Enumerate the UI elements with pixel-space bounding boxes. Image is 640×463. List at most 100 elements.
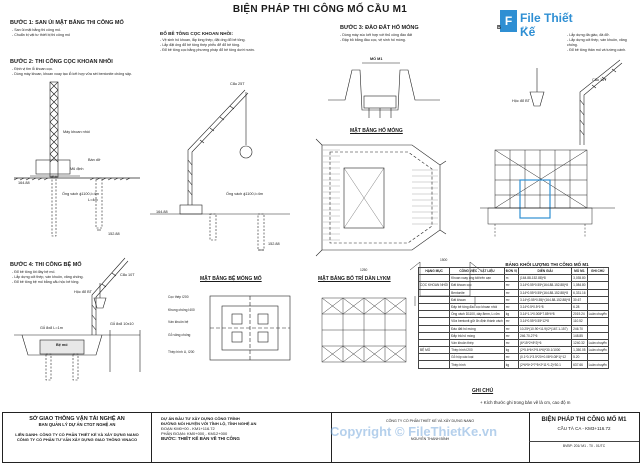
table-cell: m³ bbox=[503, 302, 520, 312]
table-cell: 246.70 bbox=[571, 324, 588, 333]
table-cell: Thép hình bbox=[449, 360, 505, 369]
label-bucket2: Hộc đổ BT bbox=[512, 99, 530, 103]
table-cell bbox=[417, 288, 451, 297]
row-group-label: CỌC KHOAN NHỒI bbox=[417, 281, 451, 290]
label-channel: Thép hình U, I200 bbox=[168, 350, 195, 354]
table-cell: Vữa bentonit giữ ổn định thành vách bbox=[449, 317, 505, 326]
table-cell: 3.14*1.1*0.008*7.85*4*8 bbox=[517, 310, 573, 319]
col-detail: DIỄN GIẢI bbox=[517, 266, 573, 276]
table-cell: Luân chuyển bbox=[586, 346, 609, 355]
site-logo[interactable]: F File Thiết Kế .vn bbox=[500, 10, 588, 39]
table-cell: m³ bbox=[503, 324, 520, 333]
table-cell: Đập bê tông đầu cọc khoan nhồi bbox=[449, 302, 505, 312]
label-elev1b: 164.88 bbox=[156, 210, 168, 214]
table-cell: 1,084.80 bbox=[571, 281, 588, 290]
label-formwork: Ván khuôn bệ bbox=[168, 320, 189, 324]
label-rig-table: Bàn dỡ bbox=[88, 158, 101, 162]
title-block-owner: SỞ GIAO THÔNG VẬN TẢI NGHỆ AN BAN QUẢN L… bbox=[3, 413, 152, 462]
table-cell: m bbox=[503, 274, 520, 283]
table-cell bbox=[417, 353, 451, 362]
signer-name: NGUYỄN THANH BÌNH bbox=[410, 437, 450, 441]
table-cell: 5.20 bbox=[571, 353, 588, 362]
col-work: CÔNG VIỆC - VẬT LIỆU bbox=[449, 266, 505, 276]
table-cell bbox=[417, 317, 451, 326]
drawing-name: BIỆN PHÁP THI CÔNG MỐ M1 bbox=[541, 417, 627, 423]
label-steel-pile: Cọc thép I200 bbox=[168, 295, 189, 299]
project-line3: ĐOẠN KM0+00 - KM1+116.72 bbox=[161, 426, 215, 431]
table-cell: (164.88-152.88)*8 bbox=[517, 274, 573, 283]
watermark: Copyright © FileThietKe.vn bbox=[330, 424, 498, 439]
dobt-title: ĐỔ BÊ TÔNG CỌC KHOAN NHỒI: bbox=[160, 31, 233, 36]
table-cell: 3.14*0.55*0.55*(164.88-152.88)*8 bbox=[517, 281, 573, 290]
table-cell: 110.52 bbox=[571, 317, 588, 326]
consultant-1: LIÊN DANH: CÔNG TY CỔ PHẦN THIẾT KẾ VÀ X… bbox=[15, 432, 139, 437]
table-cell bbox=[586, 281, 609, 290]
table-cell: 1240.32 bbox=[571, 338, 588, 348]
table-cell bbox=[586, 331, 609, 340]
table-cell: m² bbox=[503, 338, 520, 348]
step4-title: BƯỚC 4: THI CÔNG BỆ MỐ bbox=[10, 262, 82, 268]
owner-board: BAN QUẢN LÝ DỰ ÁN CTGT NGHỆ AN bbox=[38, 422, 116, 427]
project-line2: ĐƯỜNG NỐI HUYỆN VỚI TỈNH LỘ, TỈNH NGHỆ A… bbox=[161, 421, 257, 426]
table-cell bbox=[586, 317, 609, 326]
label-bucket: Hộc đổ BT bbox=[74, 290, 92, 294]
drawing-title: BIỆN PHÁP THI CÔNG MỐ CẦU M1 bbox=[232, 4, 408, 15]
table-cell bbox=[417, 338, 451, 348]
label-rail: Gỗ 8x8 L=1m bbox=[40, 326, 63, 330]
table-cell: m³ bbox=[503, 281, 520, 290]
sheet-number: BVBP: 201/ M1 - T0 - 01/TC bbox=[529, 441, 639, 448]
volume-table-wrap: BẢNG KHỐI LƯỢNG THI CÔNG MỐ M1 HẠNG MỤC … bbox=[417, 262, 636, 369]
pit-plan bbox=[315, 138, 447, 257]
table-cell: 30.67 bbox=[571, 295, 588, 304]
label-abutment: MỐ M1 bbox=[370, 57, 383, 61]
table-cell: 3.14*0.5*0.5*1*8 bbox=[517, 302, 573, 312]
notes-text: + Kích thước ghi trong bản vẽ là cm, cao… bbox=[480, 400, 571, 405]
table-cell: Ván khuôn thép bbox=[449, 338, 505, 348]
table-cell: 148.85 bbox=[571, 331, 588, 340]
step1-notes: - San ủi mặt bằng thi công mố.- Chuẩn bị… bbox=[12, 28, 70, 37]
table-cell: 6.28 bbox=[571, 302, 588, 312]
volume-table: HẠNG MỤC CÔNG VIỆC - VẬT LIỆU ĐƠN VỊ DIỄ… bbox=[417, 266, 609, 369]
table-cell: 6,331.16 bbox=[571, 288, 588, 297]
title-block-project: DỰ ÁN ĐẦU TƯ XÂY DỰNG CÔNG TRÌNH ĐƯỜNG N… bbox=[151, 413, 332, 462]
label-elev2: 152.88 bbox=[108, 232, 120, 236]
table-cell bbox=[586, 353, 609, 362]
table-cell: Đất khoan cọc bbox=[449, 281, 505, 290]
project-line5: BƯỚC: THIẾT KẾ BẢN VẼ THI CÔNG bbox=[161, 436, 240, 441]
table-cell: 2019.24 bbox=[571, 310, 588, 319]
label-crane: Cẩu 25T bbox=[230, 82, 245, 86]
label-frame: Khung chống I400 bbox=[168, 308, 195, 312]
crane-3 bbox=[91, 257, 129, 335]
project-line1: DỰ ÁN ĐẦU TƯ XÂY DỰNG CÔNG TRÌNH bbox=[161, 416, 240, 421]
table-cell: 3.14*0.55*0.55*(164.88-152.88)*8 bbox=[517, 288, 573, 297]
table-cell: 1,350.05 bbox=[571, 346, 588, 355]
col-m1: MỐ M1 bbox=[571, 266, 588, 276]
table-cell: kg bbox=[503, 310, 520, 319]
pit-plan-title: MẶT BẰNG HỐ MÓNG bbox=[350, 128, 403, 134]
table-cell: Luân chuyển bbox=[586, 338, 609, 348]
logo-name: File Thiết Kế bbox=[520, 11, 573, 39]
table-cell: Đất khoan bbox=[449, 295, 505, 304]
table-cell: 10.25*(10.90+11.9)/2*(167.1-157) bbox=[517, 324, 573, 333]
table-cell: m³ bbox=[503, 288, 520, 297]
dim-1250: 1250 bbox=[360, 268, 368, 272]
table-cell: m³ bbox=[503, 353, 520, 362]
drilling-rig bbox=[13, 81, 140, 237]
base-plan-title: MẶT BẰNG BỆ MÓNG MỐ bbox=[200, 276, 262, 282]
label-len1: L=4m bbox=[88, 198, 98, 202]
step5-notes: - Lắp dựng đà giáo, đà đỡ.- Lắp dựng cốt… bbox=[567, 33, 627, 52]
sheet-plan-title: MẶT BẰNG BỐ TRÍ DÀN LYKM bbox=[318, 276, 391, 282]
crane-2 bbox=[529, 59, 623, 145]
crane-1 bbox=[150, 89, 290, 251]
table-cell: Đào đất hố móng bbox=[449, 324, 505, 333]
company-name: CÔNG TY CỔ PHẦN THIẾT KẾ VÀ XÂY DỰNG NAN… bbox=[385, 419, 474, 423]
label-struts: Gỗ văng chống bbox=[168, 333, 191, 337]
label-timber: Gỗ 8x8 10x10 bbox=[110, 322, 134, 326]
